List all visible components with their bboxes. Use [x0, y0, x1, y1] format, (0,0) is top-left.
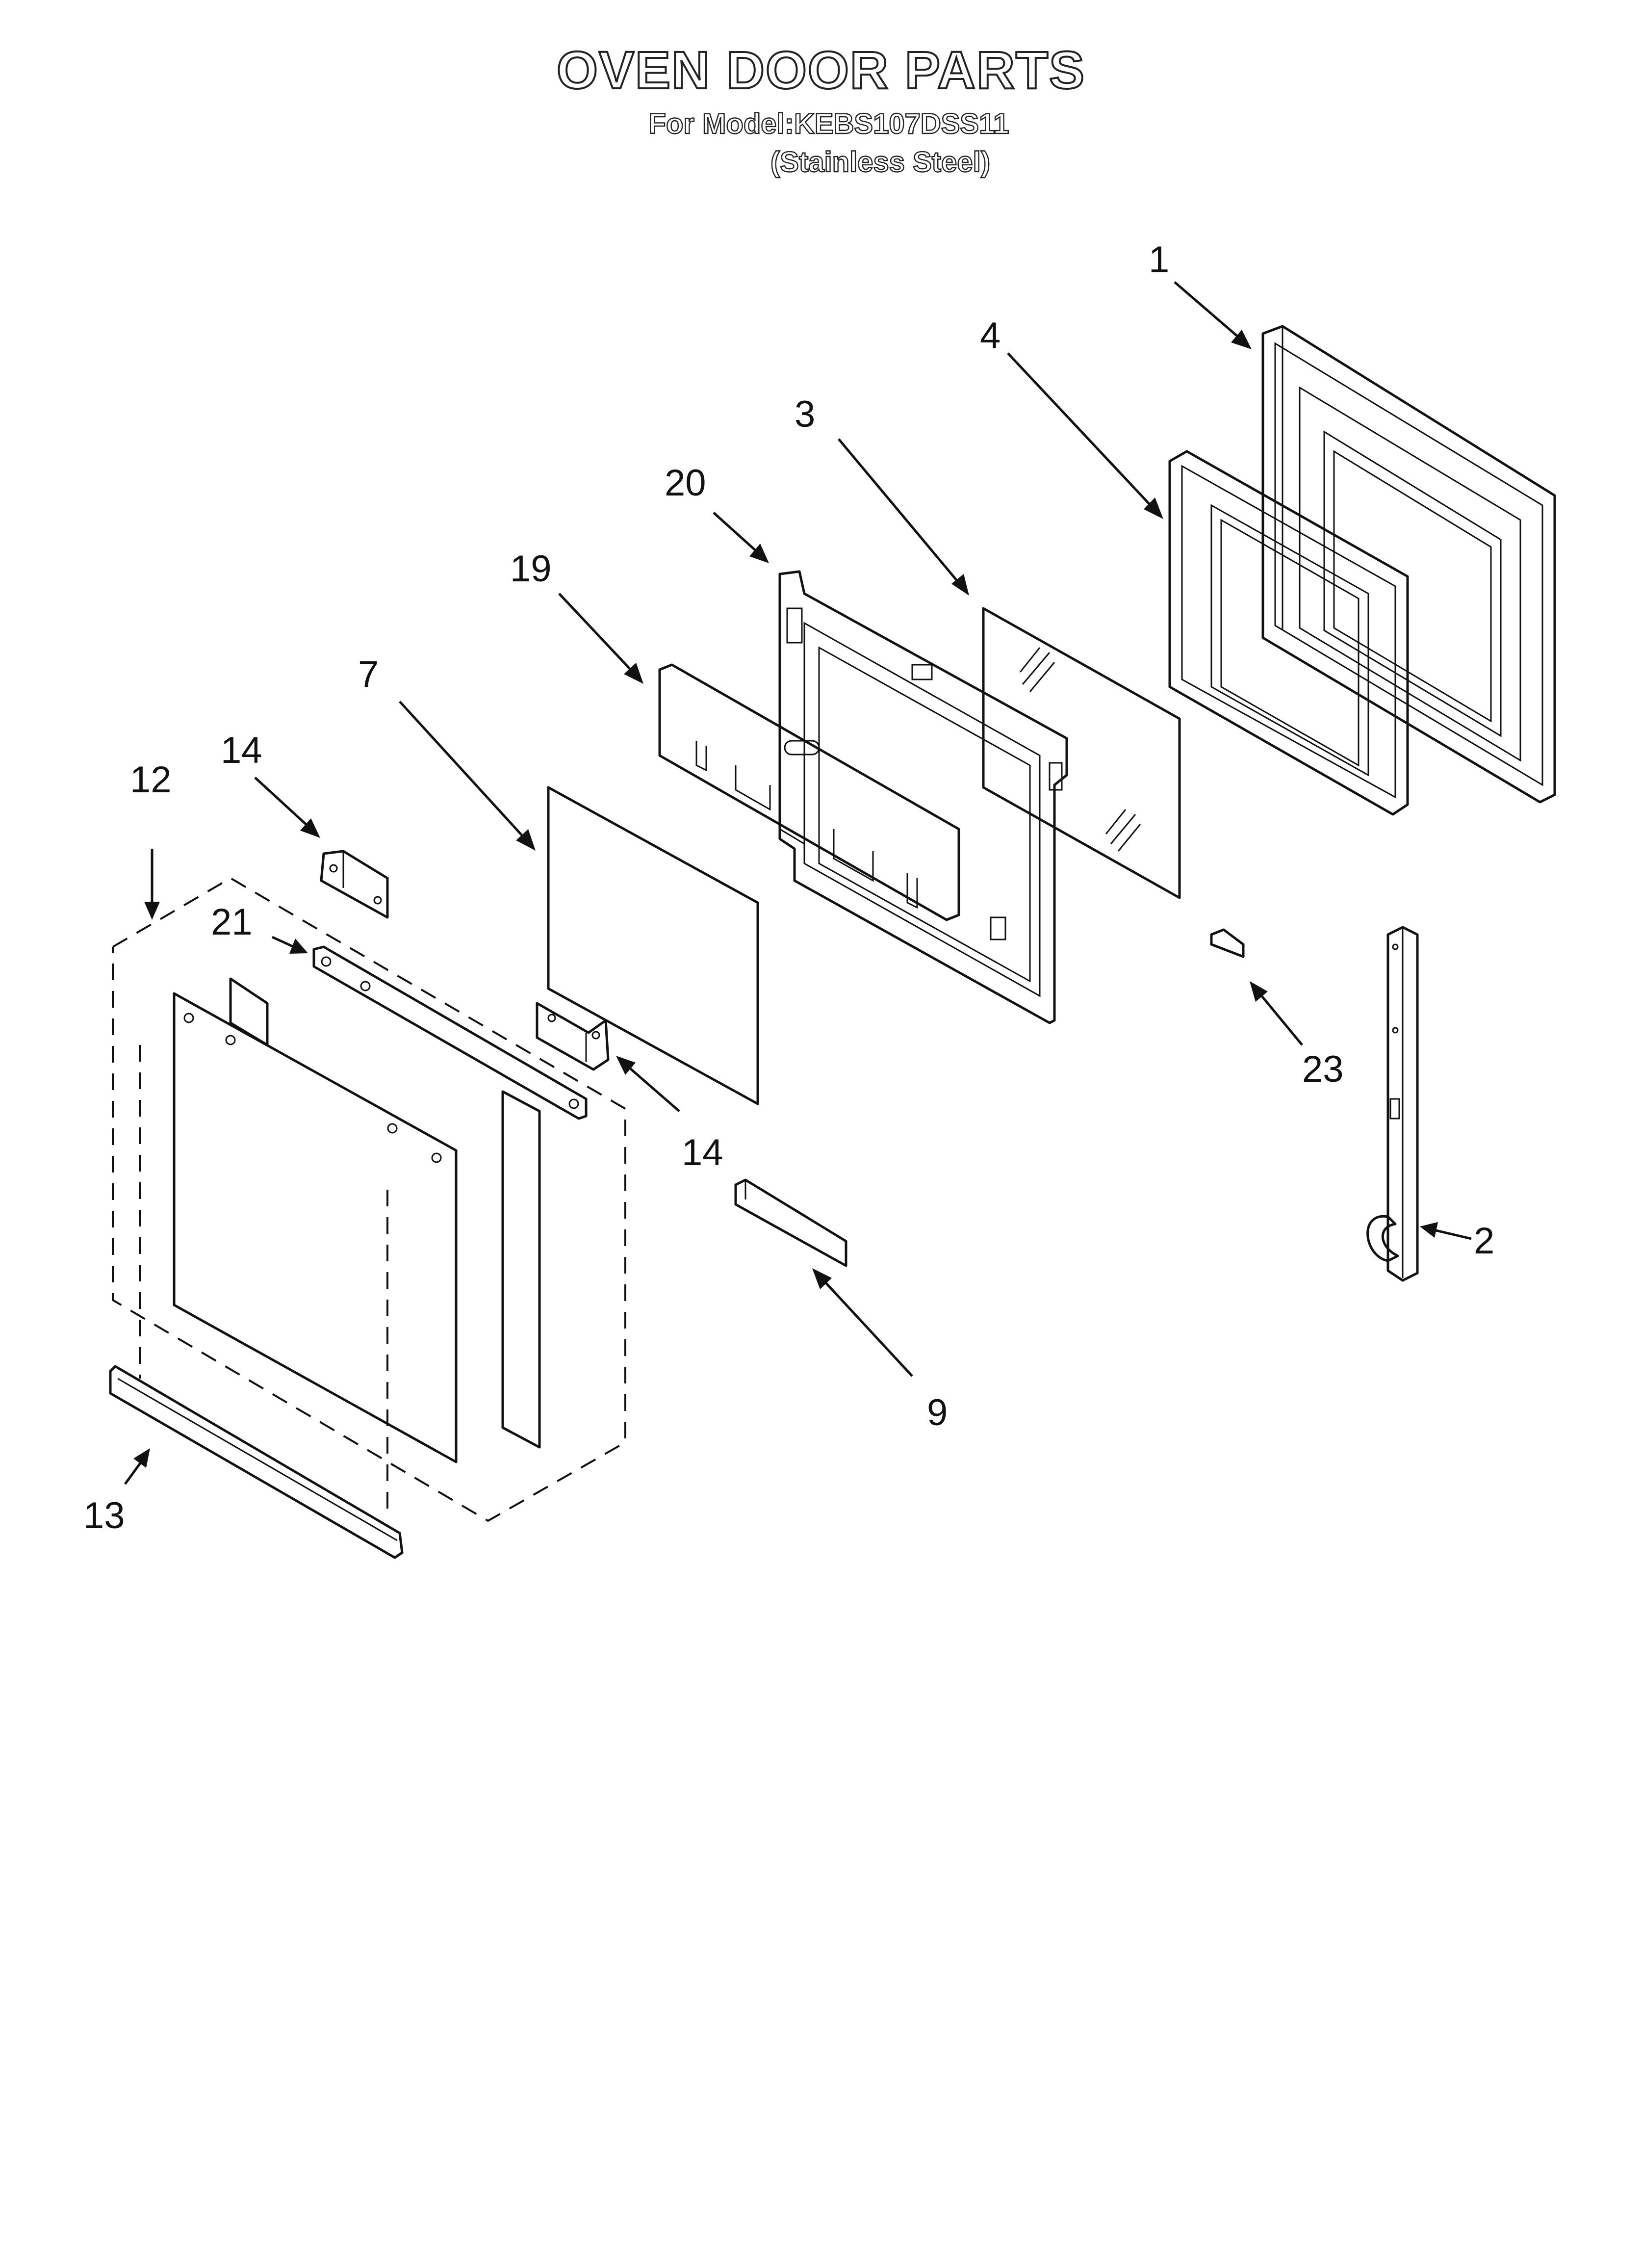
part-21-top-trim[interactable] [312, 945, 588, 1120]
part-23-clip[interactable] [1210, 928, 1245, 958]
part-2-side-rail[interactable] [1366, 926, 1419, 1282]
callout-21: 21 [211, 901, 253, 943]
part-14-hinge-bracket-upper[interactable] [320, 850, 389, 919]
callout-4: 4 [980, 315, 1001, 357]
part-9-vent-strip[interactable] [734, 1178, 847, 1267]
callout-23: 23 [1302, 1048, 1344, 1090]
callout-leaders [124, 281, 1472, 1485]
callout-20: 20 [665, 462, 706, 504]
callout-12: 12 [130, 759, 172, 801]
callout-14-lower: 14 [682, 1132, 723, 1173]
callout-3: 3 [795, 393, 815, 435]
part-20-door-liner[interactable] [778, 570, 1068, 1024]
part-3-glass-panel[interactable] [982, 607, 1181, 899]
finish-line: (Stainless Steel) [770, 146, 990, 178]
callout-1: 1 [1149, 239, 1169, 281]
part-13-bottom-trim[interactable] [109, 1365, 404, 1559]
part-19-baffle[interactable] [658, 663, 960, 921]
callout-7: 7 [358, 653, 379, 695]
callout-2: 2 [1474, 1220, 1494, 1262]
part-7-glass-panel[interactable] [547, 786, 759, 1105]
callout-9: 9 [927, 1392, 948, 1434]
side-strip [501, 1090, 541, 1449]
model-line: For Model:KEBS107DSS11 [649, 108, 1009, 140]
callout-13: 13 [83, 1495, 125, 1537]
callout-19: 19 [510, 548, 552, 590]
page-title: OVEN DOOR PARTS [557, 40, 1085, 100]
callout-labels: 1 4 3 20 19 7 14 12 21 14 23 2 9 13 [83, 239, 1494, 1537]
part-14-hinge-bracket-lower[interactable] [536, 1002, 610, 1071]
part-4-inner-frame[interactable] [1168, 450, 1409, 816]
part-12-outer-door-assembly[interactable] [112, 877, 626, 1522]
part-1-door-frame[interactable] [1261, 325, 1556, 804]
callout-14-upper: 14 [221, 730, 262, 771]
diagram-header: OVEN DOOR PARTS For Model:KEBS107DSS11 (… [556, 39, 1085, 179]
